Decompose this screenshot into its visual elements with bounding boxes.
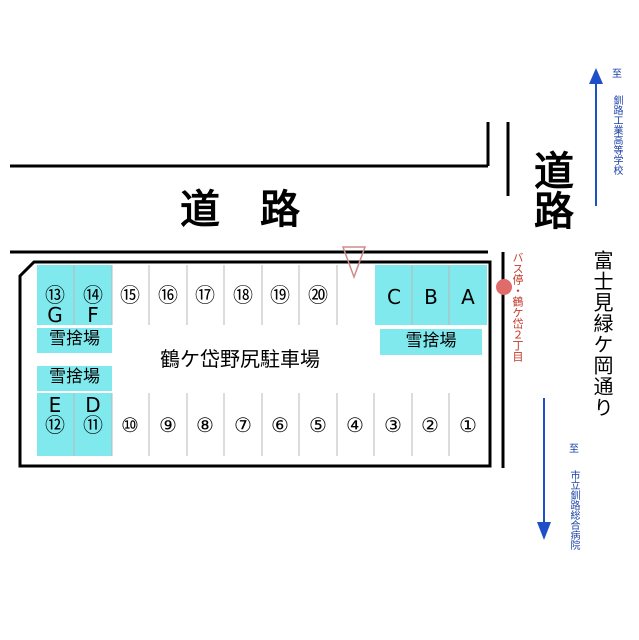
space-2: ② — [421, 413, 439, 437]
snow-area-label-lower: 雪捨場 — [49, 367, 100, 387]
lot-outline — [18, 260, 492, 468]
space-15: ⑮ — [120, 283, 140, 307]
space-16: ⑯ — [158, 283, 178, 307]
parking-lot-title: 鶴ケ岱野尻駐車場 — [160, 347, 320, 371]
bus-stop-icon — [496, 279, 512, 295]
space-12-letter: E — [48, 393, 62, 417]
north-direction-head: 至 — [612, 69, 622, 80]
bus-stop-label: バス停・鶴ケ岱２丁目 — [511, 252, 524, 362]
space-10: ⑩ — [121, 413, 139, 437]
space-3: ③ — [384, 413, 402, 437]
space-b: B — [424, 285, 438, 309]
space-12-number: ⑫ — [45, 413, 65, 437]
space-11-letter: D — [85, 393, 101, 417]
space-20: ⑳ — [308, 283, 328, 307]
top-stall-lines — [73, 265, 450, 325]
snow-area-top-right — [375, 265, 487, 325]
space-1: ① — [459, 413, 477, 437]
street-name: 富士見緑ケ岡通り — [590, 250, 614, 418]
snow-area-label-bg-right — [380, 329, 482, 355]
north-direction-destination: 釧路工業高等学校 — [611, 95, 622, 175]
space-11-number: ⑪ — [83, 413, 103, 437]
space-9: ⑨ — [159, 413, 177, 437]
south-direction-head: 至 — [569, 444, 579, 455]
space-14-number: ⑭ — [83, 283, 103, 307]
space-4: ④ — [346, 413, 364, 437]
bottom-stall-lines — [73, 393, 450, 456]
snow-area-label-upper: 雪捨場 — [49, 329, 100, 349]
space-5: ⑤ — [309, 413, 327, 437]
space-6: ⑥ — [271, 413, 289, 437]
space-19: ⑲ — [270, 283, 290, 307]
snow-area-label-bg-lower — [37, 366, 112, 391]
space-13-letter: G — [47, 303, 63, 327]
space-13-number: ⑬ — [45, 283, 65, 307]
entrance-marker — [341, 246, 367, 280]
space-c: C — [387, 285, 401, 309]
road-label-right: 道路 — [527, 150, 573, 230]
snow-area-label-right: 雪捨場 — [405, 331, 457, 351]
south-arrow-icon — [537, 522, 551, 540]
space-17: ⑰ — [195, 283, 215, 307]
space-a: A — [461, 285, 475, 309]
space-8: ⑧ — [196, 413, 214, 437]
space-18: ⑱ — [233, 283, 253, 307]
space-14-letter: F — [87, 303, 99, 327]
south-direction-destination: 市立釧路総合病院 — [568, 470, 579, 550]
north-arrow-icon — [589, 68, 603, 84]
snow-area-label-bg-upper — [37, 328, 112, 353]
road-label-top: 道 路 — [180, 187, 300, 233]
space-7: ⑦ — [234, 413, 252, 437]
